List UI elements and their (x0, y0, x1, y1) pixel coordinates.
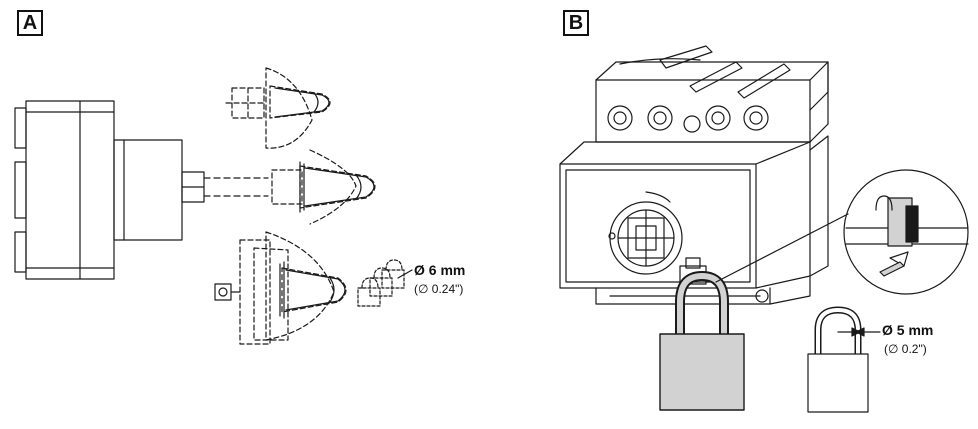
shackle-diameter-metric-b: Ø 5 mm (882, 322, 934, 338)
handle-position-lower (239, 231, 347, 345)
detail-callout-magnifier (715, 169, 969, 295)
small-padlocks-icon (357, 259, 405, 307)
shackle-diameter-imperial-a: (∅ 0.24") (414, 282, 464, 296)
lock-tab-icon (214, 283, 241, 301)
handle-position-upper (225, 67, 331, 149)
padlock-small-icon (807, 306, 869, 413)
panel-a-label: A (17, 10, 43, 36)
handle-knob-upper (274, 87, 330, 118)
padlock-large-icon (659, 271, 745, 411)
handle-position-middle (271, 149, 376, 225)
shackle-diameter-imperial-b: (∅ 0.2") (884, 342, 927, 356)
handle-knob-lower (279, 261, 346, 319)
switch-isometric-body (559, 45, 829, 305)
switch-side-view (14, 100, 269, 280)
rotary-shaft-coupling (608, 191, 683, 275)
panel-b-label: B (563, 10, 589, 36)
shackle-dimension-leader-b (837, 327, 881, 337)
shackle-diameter-metric-a: Ø 6 mm (414, 262, 466, 278)
shackle-dimension-leader-a (397, 269, 413, 279)
handle-knob-middle (299, 161, 375, 213)
